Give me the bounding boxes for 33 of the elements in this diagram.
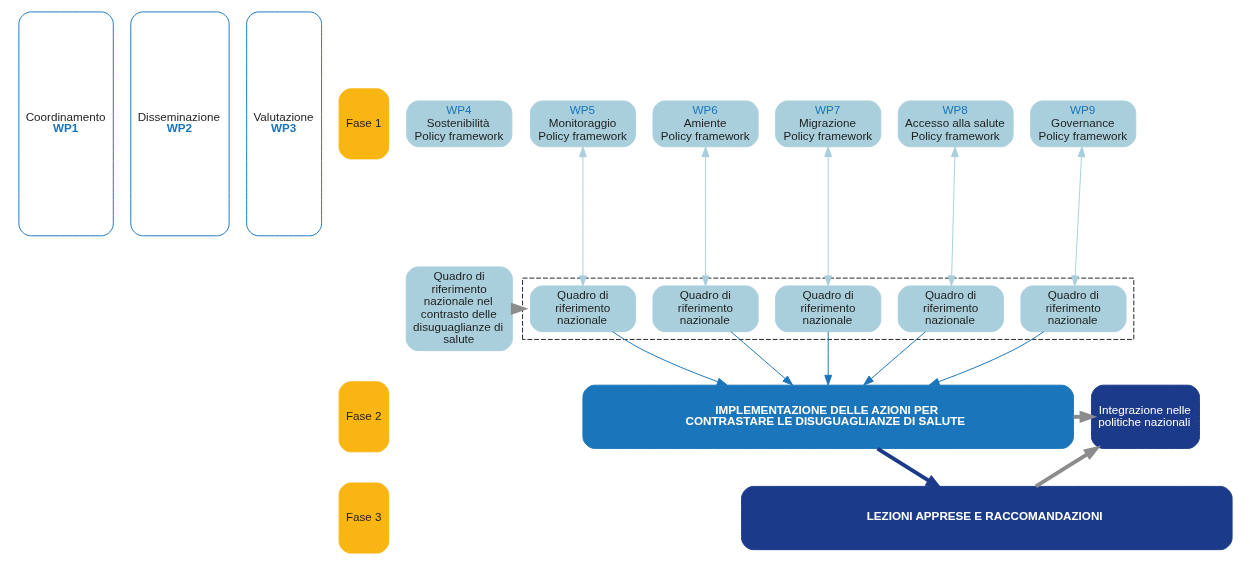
- node-box: WP5 Monitoraggio Policy framework: [529, 100, 636, 148]
- arrow: [730, 331, 793, 386]
- node-box: Quadro di riferimento nazionale: [897, 285, 1004, 333]
- arrow: [1034, 445, 1101, 489]
- node-box: Coordinamento WP1: [17, 11, 114, 237]
- arrow: [1070, 146, 1085, 287]
- node-box: Integrazione nelle politiche nazionali: [1090, 384, 1200, 449]
- node-box: WP9 Governance Policy framework: [1029, 100, 1136, 148]
- arrow: [928, 331, 1044, 386]
- node-box: Quadro di riferimento nazionale nel contrasto delle disuguaglianze di salute: [405, 266, 513, 352]
- node-box: IMPLEMENTAZIONE DELLE AZIONI PER CONTRASTARE LE DISUGUAGLIANZE DI SALUTE: [581, 384, 1074, 449]
- node-box: WP4 Sostenibilità Policy framework: [405, 100, 512, 148]
- arrow: [823, 146, 832, 287]
- arrow: [578, 146, 587, 287]
- node-box: Valutazione WP3: [245, 11, 322, 237]
- node-box: Disseminazione WP2: [129, 11, 230, 237]
- node-box: Fase 1: [338, 88, 389, 160]
- arrow: [701, 146, 709, 287]
- node-box: Fase 3: [338, 482, 389, 554]
- node-box: Fase 2: [338, 381, 389, 453]
- arrow: [862, 331, 926, 386]
- node-box: Quadro di riferimento nazionale: [652, 285, 759, 333]
- node-box: Quadro di riferimento nazionale: [774, 285, 881, 333]
- arrow: [876, 447, 943, 490]
- node-box: WP7 Migrazione Policy framework: [774, 100, 881, 148]
- node-box: Quadro di riferimento nazionale: [1019, 285, 1126, 333]
- node-box: WP6 Amiente Policy framework: [652, 100, 759, 148]
- node-box: LEZIONI APPRESE E RACCOMANDAZIONI: [740, 485, 1233, 551]
- arrow: [611, 331, 727, 386]
- node-box: Quadro di riferimento nazionale: [529, 285, 636, 333]
- arrow: [823, 331, 832, 386]
- arrow: [947, 146, 959, 287]
- node-box: WP8 Accesso alla salute Policy framework: [897, 100, 1014, 148]
